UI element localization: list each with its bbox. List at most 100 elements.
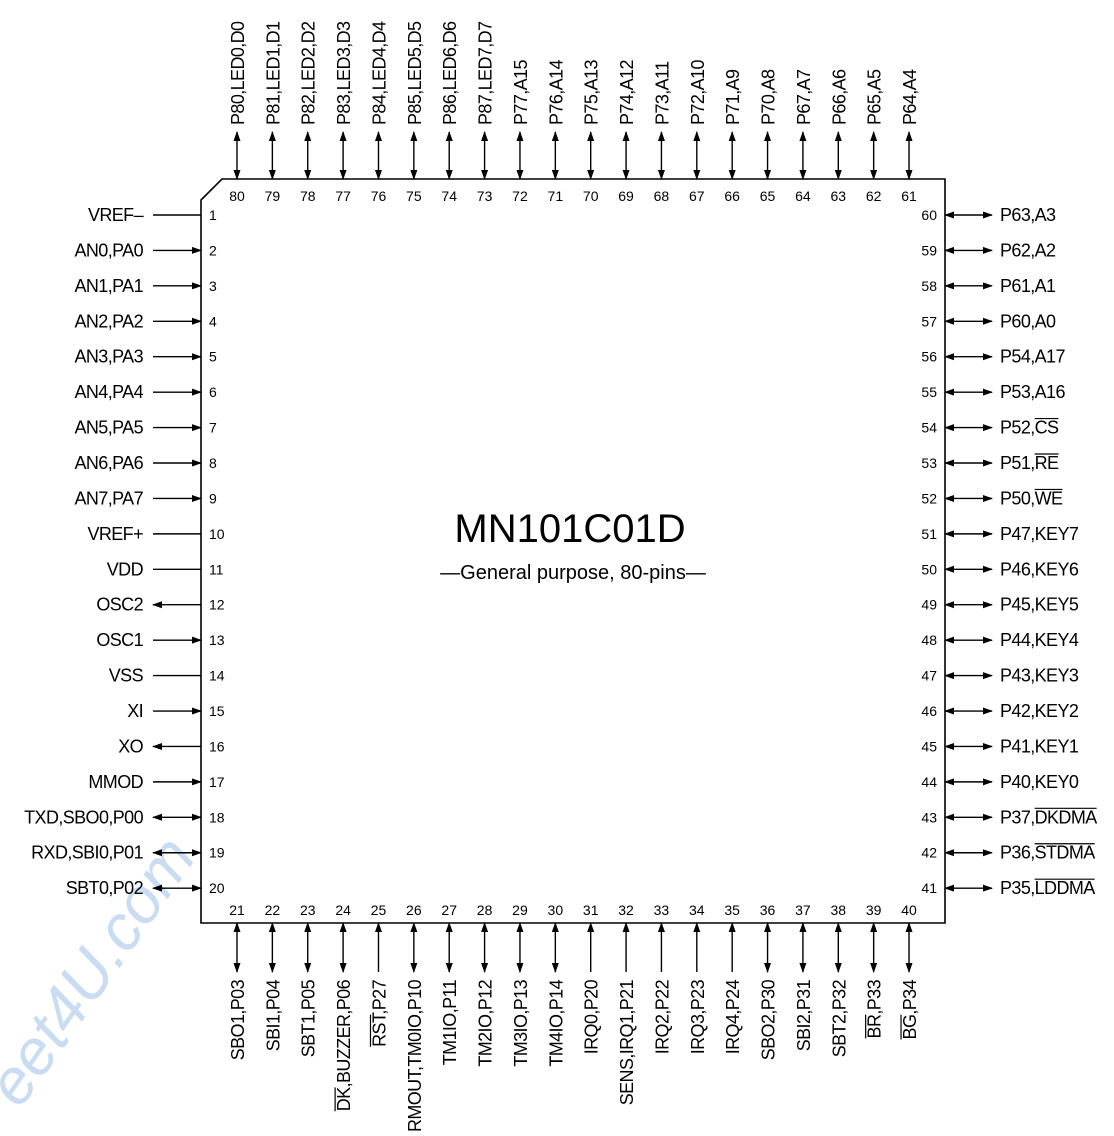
pin-label-top-76: P84,LED4,D4 bbox=[369, 21, 389, 125]
pin-label-top-61-group: P64,A4 bbox=[900, 69, 920, 125]
pin-number-top-65: 65 bbox=[760, 188, 776, 204]
pin-number-left-9: 9 bbox=[209, 490, 217, 506]
pin-label-bottom-26-group: RMOUT,TM0IO,P10 bbox=[405, 979, 425, 1132]
pin-label-left-11: VDD bbox=[107, 559, 144, 579]
pin-number-right-48: 48 bbox=[921, 632, 937, 648]
pin-label-right-56: P54,A17 bbox=[1000, 347, 1065, 367]
pin-number-top-74: 74 bbox=[441, 188, 457, 204]
pin-label-bottom-23: SBT1,P05 bbox=[299, 979, 319, 1057]
pin-label-top-62: P65,A5 bbox=[865, 69, 885, 125]
pin-label-top-71: P76,A14 bbox=[546, 60, 566, 125]
pin-label-left-6: AN4,PA4 bbox=[74, 382, 143, 402]
pin-label-right-52: P50,WE bbox=[1000, 488, 1063, 508]
pin-label-top-64-group: P67,A7 bbox=[794, 69, 814, 125]
pin-number-left-17: 17 bbox=[209, 774, 225, 790]
pin-label-top-67-group: P72,A10 bbox=[688, 60, 708, 125]
pin-number-left-3: 3 bbox=[209, 278, 217, 294]
pin-number-top-77: 77 bbox=[335, 188, 351, 204]
pin-number-top-76: 76 bbox=[371, 188, 387, 204]
pin-label-right-60: P63,A3 bbox=[1000, 205, 1056, 225]
pin-label-bottom-32: SENS,IRQ1,P21 bbox=[617, 979, 637, 1105]
pin-label-bottom-31: IRQ0,P20 bbox=[582, 979, 602, 1054]
pin-number-bottom-35: 35 bbox=[724, 902, 740, 918]
pin-number-right-43: 43 bbox=[921, 809, 937, 825]
pin-label-right-41: P35,LDDMA bbox=[1000, 878, 1095, 898]
pin-label-top-70: P75,A13 bbox=[582, 60, 602, 125]
pin-label-bottom-36: SBO2,P30 bbox=[759, 979, 779, 1060]
pin-number-right-52: 52 bbox=[921, 490, 937, 506]
pin-label-left-12: OSC2 bbox=[96, 595, 143, 615]
pin-number-left-16: 16 bbox=[209, 738, 225, 754]
pin-label-top-65: P70,A8 bbox=[759, 69, 779, 125]
pin-number-right-50: 50 bbox=[921, 561, 937, 577]
pin-number-right-44: 44 bbox=[921, 774, 937, 790]
pin-label-top-73-group: P87,LED7,D7 bbox=[476, 21, 496, 125]
pin-label-top-73: P87,LED7,D7 bbox=[476, 21, 496, 125]
pin-number-bottom-22: 22 bbox=[265, 902, 281, 918]
pin-number-left-20: 20 bbox=[209, 880, 225, 896]
pin-number-bottom-24: 24 bbox=[335, 902, 351, 918]
pin-label-bottom-27: TM1IO,P11 bbox=[440, 979, 460, 1065]
pin-number-bottom-37: 37 bbox=[795, 902, 811, 918]
pin-label-right-53: P51,RE bbox=[1000, 453, 1059, 473]
pins-bottom: SBO1,P0321SBI1,P0422SBT1,P0523DK,BUZZER,… bbox=[228, 902, 920, 1132]
pin-label-right-50: P46,KEY6 bbox=[1000, 559, 1079, 579]
pin-label-top-77-group: P83,LED3,D3 bbox=[334, 21, 354, 125]
pin-number-right-47: 47 bbox=[921, 668, 937, 684]
pin-number-right-41: 41 bbox=[921, 880, 937, 896]
pin-label-top-68-group: P73,A11 bbox=[652, 61, 672, 125]
pin-number-right-56: 56 bbox=[921, 349, 937, 365]
pin-label-left-13: OSC1 bbox=[96, 630, 143, 650]
pin-number-right-53: 53 bbox=[921, 455, 937, 471]
pin-label-top-68: P73,A11 bbox=[652, 61, 672, 125]
pin-label-bottom-35: IRQ4,P24 bbox=[723, 979, 743, 1054]
chip-title: MN101C01D bbox=[454, 507, 685, 551]
pin-label-left-18: TXD,SBO0,P00 bbox=[24, 807, 143, 827]
pin-label-top-74-group: P86,LED6,D6 bbox=[440, 21, 460, 125]
pin-number-bottom-31: 31 bbox=[583, 902, 599, 918]
pin-label-left-4: AN2,PA2 bbox=[74, 311, 143, 331]
pin-number-right-49: 49 bbox=[921, 597, 937, 613]
pin-label-bottom-26: RMOUT,TM0IO,P10 bbox=[405, 979, 425, 1132]
pin-number-top-64: 64 bbox=[795, 188, 811, 204]
pin-number-top-63: 63 bbox=[831, 188, 847, 204]
pin-label-top-77: P83,LED3,D3 bbox=[334, 21, 354, 125]
pin-label-right-48: P44,KEY4 bbox=[1000, 630, 1079, 650]
pin-number-left-14: 14 bbox=[209, 668, 225, 684]
pin-label-top-66: P71,A9 bbox=[723, 69, 743, 125]
pin-number-bottom-32: 32 bbox=[618, 902, 634, 918]
pin-label-bottom-33: IRQ2,P22 bbox=[652, 979, 672, 1054]
pin-label-bottom-21: SBO1,P03 bbox=[228, 979, 248, 1060]
pin-label-left-17: MMOD bbox=[88, 772, 143, 792]
pin-label-top-63-group: P66,A6 bbox=[829, 69, 849, 125]
pin-label-top-66-group: P71,A9 bbox=[723, 69, 743, 125]
pin-number-left-19: 19 bbox=[209, 845, 225, 861]
pin-number-right-42: 42 bbox=[921, 845, 937, 861]
pin-label-right-51: P47,KEY7 bbox=[1000, 524, 1079, 544]
pin-label-right-42: P36,STDMA bbox=[1000, 843, 1095, 863]
pin-label-right-47: P43,KEY3 bbox=[1000, 666, 1079, 686]
pin-number-top-79: 79 bbox=[265, 188, 281, 204]
pin-number-top-70: 70 bbox=[583, 188, 599, 204]
pin-label-top-67: P72,A10 bbox=[688, 60, 708, 125]
pin-label-bottom-22: SBI1,P04 bbox=[263, 979, 283, 1051]
pin-label-bottom-29: TM3IO,P13 bbox=[511, 979, 531, 1066]
pin-label-top-80-group: P80,LED0,D0 bbox=[228, 21, 248, 125]
pin-label-bottom-37: SBI2,P31 bbox=[794, 979, 814, 1051]
pin-number-bottom-30: 30 bbox=[548, 902, 564, 918]
pin-label-left-8: AN6,PA6 bbox=[74, 453, 143, 473]
pin-label-bottom-37-group: SBI2,P31 bbox=[794, 979, 814, 1051]
pin-label-bottom-38: SBT2,P32 bbox=[829, 979, 849, 1057]
pins-right: P63,A360P62,A259P61,A158P60,A057P54,A175… bbox=[921, 205, 1097, 898]
pin-number-left-7: 7 bbox=[209, 420, 217, 436]
pin-label-bottom-38-group: SBT2,P32 bbox=[829, 979, 849, 1057]
pin-number-left-8: 8 bbox=[209, 455, 217, 471]
pin-label-bottom-39: BR,P33 bbox=[865, 979, 885, 1038]
pin-number-left-11: 11 bbox=[209, 561, 224, 577]
pin-label-right-54: P52,CS bbox=[1000, 418, 1059, 438]
pin-number-bottom-39: 39 bbox=[866, 902, 882, 918]
pin-number-right-60: 60 bbox=[921, 207, 937, 223]
pin-label-top-65-group: P70,A8 bbox=[759, 69, 779, 125]
pin-label-top-79: P81,LED1,D1 bbox=[263, 21, 283, 125]
